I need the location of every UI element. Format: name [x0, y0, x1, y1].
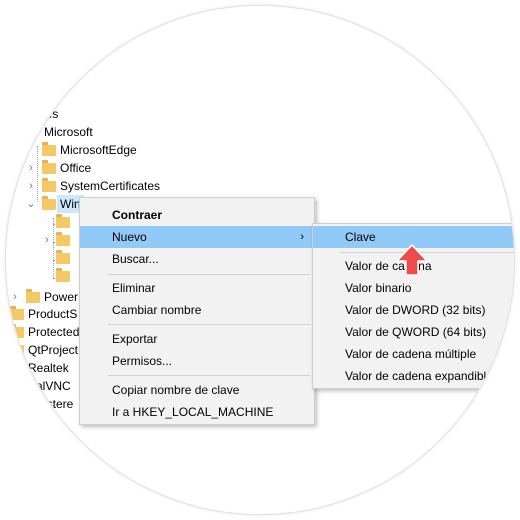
folder-icon: [10, 306, 24, 320]
tree-item-registered[interactable]: istere: [26, 395, 106, 413]
folder-icon: [18, 378, 32, 392]
tree-item-label: Realtek: [28, 361, 69, 375]
folder-icon: [42, 160, 56, 174]
chevron-right-icon[interactable]: ›: [29, 180, 33, 192]
menu-item-label: Permisos...: [112, 354, 173, 368]
tree-item-label: Power: [44, 290, 79, 304]
menu-item-binary-value[interactable]: Valor binario: [313, 277, 514, 299]
zoom-circle: are n cies Microsoft MicrosoftEdge › Off…: [6, 6, 514, 514]
tree-item-windows[interactable]: ⌄ Win: [26, 195, 106, 213]
menu-separator: [108, 274, 310, 275]
chevron-right-icon[interactable]: ›: [45, 234, 49, 246]
menu-item-export[interactable]: Exportar: [80, 328, 314, 350]
menu-item-label: Cambiar nombre: [112, 303, 202, 317]
tree-item-software[interactable]: are: [76, 51, 93, 69]
menu-item-label: Buscar...: [112, 252, 159, 266]
folder-icon: [42, 196, 56, 210]
tree-item-label: alVNC: [36, 379, 71, 393]
menu-item-label: Clave: [345, 230, 376, 244]
menu-item-label: Exportar: [112, 332, 158, 346]
menu-item-label: Valor de DWORD (32 bits): [345, 303, 486, 317]
tree-item-systemcertificates[interactable]: › SystemCertificates: [26, 177, 186, 195]
chevron-down-icon[interactable]: ⌄: [26, 198, 36, 210]
folder-icon: [56, 232, 70, 246]
menu-item-label: Contraer: [112, 208, 163, 222]
tree-item-label: are: [76, 53, 94, 67]
menu-item-goto-hklm[interactable]: Ir a HKEY_LOCAL_MACHINE: [80, 401, 314, 423]
menu-item-label: Nuevo: [112, 230, 147, 244]
menu-item-label: Valor de cadena expandible: [345, 369, 493, 383]
folder-icon: [10, 360, 24, 374]
folder-icon: [56, 214, 70, 228]
menu-separator: [108, 375, 310, 376]
tree-line: [53, 218, 54, 278]
context-menu: Contraer Nuevo › Buscar... Eliminar Camb…: [79, 197, 315, 425]
chevron-right-icon[interactable]: ›: [29, 162, 33, 174]
tree-item-microsoftedge[interactable]: MicrosoftEdge: [40, 141, 170, 159]
tree-item-label: QtProject: [28, 343, 79, 357]
menu-item-label: Copiar nombre de clave: [112, 383, 240, 397]
menu-separator: [341, 252, 514, 253]
tree-item-child[interactable]: [56, 249, 86, 267]
menu-item-copy-key-name[interactable]: Copiar nombre de clave: [80, 379, 314, 401]
folder-icon: [42, 142, 56, 156]
chevron-right-icon: ›: [300, 231, 304, 243]
folder-icon: [56, 250, 70, 264]
tree-item-child[interactable]: ›: [42, 231, 82, 249]
tree-item-label: ProductS: [28, 307, 78, 321]
tree-item-child[interactable]: [56, 213, 86, 231]
tree-item-realtek[interactable]: Realtek: [10, 359, 90, 377]
menu-item-expandable-string-value[interactable]: Valor de cadena expandible: [313, 365, 514, 387]
folder-icon: [56, 268, 70, 282]
tree-item-label: istere: [44, 397, 74, 411]
tree-item-office[interactable]: › Office: [26, 159, 126, 177]
menu-item-new-key[interactable]: Clave: [313, 226, 514, 248]
folder-icon: [10, 324, 24, 338]
menu-item-label: Valor binario: [345, 281, 412, 295]
menu-separator: [108, 324, 310, 325]
tree-item-label: n: [56, 89, 63, 103]
menu-item-qword-value[interactable]: Valor de QWORD (64 bits): [313, 321, 514, 343]
menu-item-label: Valor de cadena múltiple: [345, 347, 477, 361]
tree-item-label: Protected: [28, 325, 80, 339]
tree-item-label: Office: [60, 161, 92, 175]
menu-item-label: Valor de QWORD (64 bits): [345, 325, 487, 339]
tree-item-realvnc[interactable]: alVNC: [18, 377, 98, 395]
tree-item-qtproject[interactable]: QtProject: [10, 341, 90, 359]
menu-item-new[interactable]: Nuevo ›: [80, 226, 314, 248]
chevron-right-icon[interactable]: ›: [13, 291, 17, 303]
tree-item-label: SystemCertificates: [60, 179, 161, 193]
tree-item-label: Win: [57, 195, 84, 213]
folder-icon: [10, 342, 24, 356]
menu-item-dword-value[interactable]: Valor de DWORD (32 bits): [313, 299, 514, 321]
menu-item-collapse[interactable]: Contraer: [80, 204, 314, 226]
menu-item-label: Eliminar: [112, 281, 156, 295]
tree-item-child[interactable]: [56, 267, 86, 285]
tree-item-label: Microsoft: [44, 125, 93, 139]
tree-item-label: cies: [37, 107, 59, 121]
tree-item-protected[interactable]: Protected: [10, 323, 90, 341]
tree-item-label: MicrosoftEdge: [60, 143, 137, 157]
tree-item-power[interactable]: › Power: [10, 288, 90, 306]
tree-item-products[interactable]: ProductS: [10, 305, 90, 323]
tree-item-n[interactable]: n: [56, 87, 63, 105]
red-up-arrow-icon: [396, 244, 428, 276]
new-submenu: Clave Valor de cadena Valor binario Valo…: [312, 223, 514, 389]
tree-item-microsoft[interactable]: Microsoft: [44, 123, 93, 141]
tree-line: [37, 146, 38, 202]
menu-item-permissions[interactable]: Permisos...: [80, 350, 314, 372]
menu-item-label: Ir a HKEY_LOCAL_MACHINE: [112, 405, 274, 419]
menu-item-find[interactable]: Buscar...: [80, 248, 314, 270]
menu-item-multi-string-value[interactable]: Valor de cadena múltiple: [313, 343, 514, 365]
folder-icon: [26, 289, 40, 303]
folder-icon: [26, 396, 40, 410]
menu-item-rename[interactable]: Cambiar nombre: [80, 299, 314, 321]
folder-icon: [42, 178, 56, 192]
menu-item-delete[interactable]: Eliminar: [80, 277, 314, 299]
tree-item-policies[interactable]: cies: [37, 105, 58, 123]
